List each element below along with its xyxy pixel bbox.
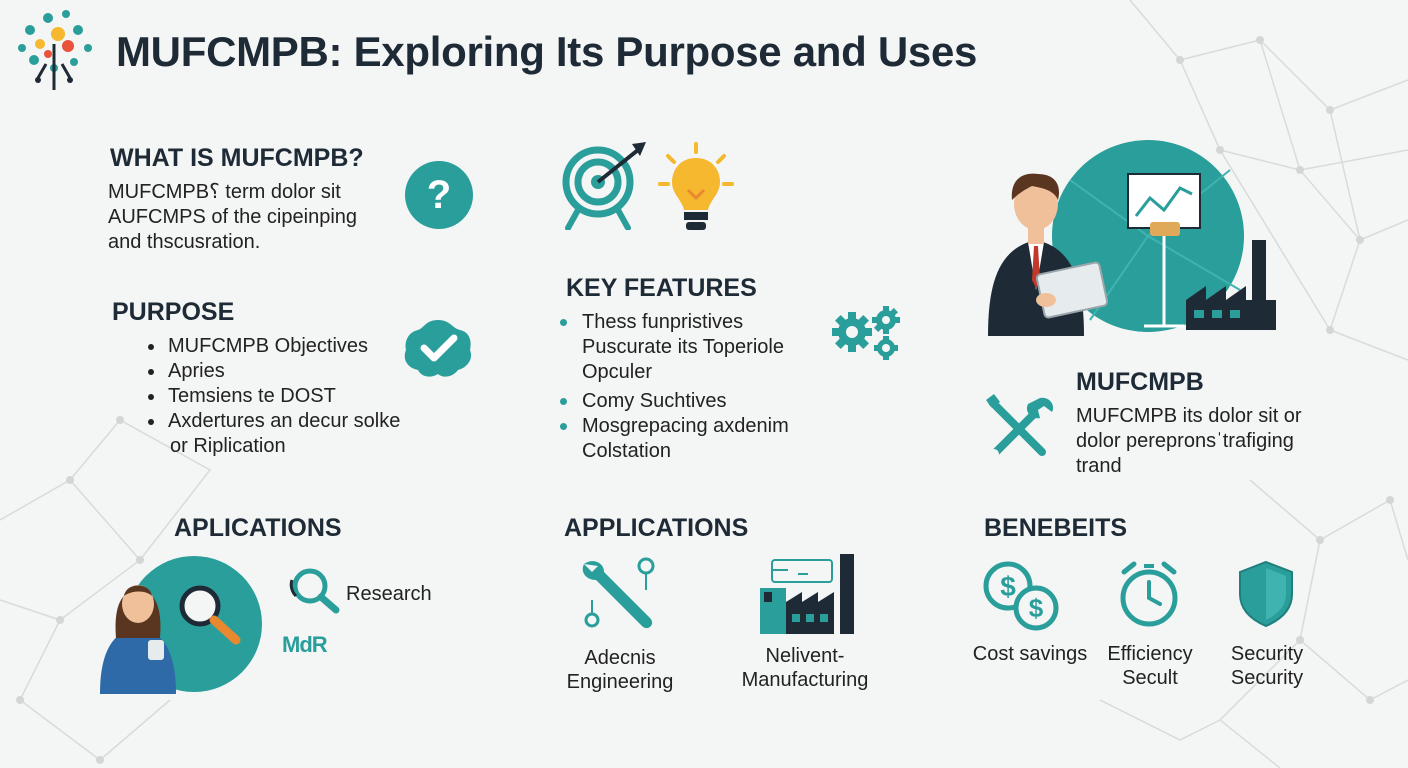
benefit-caption: Efficiency Secult — [1094, 642, 1206, 690]
mufcmpb-line: dolor perepronsˈtrafiging — [1076, 430, 1294, 452]
mufcmpb-heading: MUFCMPB — [1076, 368, 1204, 396]
mdr-label: MdR — [282, 632, 328, 657]
businessman-illustration — [988, 140, 1276, 336]
caption-line: Nelivent- — [765, 645, 845, 667]
badge-check-icon — [404, 320, 472, 377]
brain-network-icon — [18, 10, 92, 90]
what-is-line: AUFCMPS of the cipeinping — [108, 206, 358, 228]
coins-icon: $ $ — [983, 561, 1059, 631]
magnifier-icon — [179, 585, 241, 645]
list-item: Temsiens te DOST — [148, 384, 428, 409]
applications-heading: APPLICATIONS — [564, 514, 749, 542]
chart-board-icon — [1127, 173, 1201, 328]
list-item: Apries — [148, 359, 428, 384]
tools-icon — [986, 394, 1054, 459]
caption-line: Cost savings — [972, 643, 1088, 665]
svg-text:$: $ — [1029, 593, 1044, 623]
factory-icon — [1186, 240, 1276, 330]
feature-line: Colstation — [582, 440, 671, 462]
caption-line: Adecnis — [584, 647, 656, 669]
caption-line: Engineering — [566, 671, 674, 693]
gears-icon — [832, 306, 900, 360]
list-item: Comy Suchtives — [560, 389, 840, 414]
benefit-caption: Cost savings — [964, 642, 1096, 666]
benefit-caption: Security Security — [1212, 642, 1322, 690]
research-magnifier-icon — [289, 568, 340, 614]
key-features-list: Thess funpristives Puscurate its Toperio… — [560, 310, 840, 464]
shield-icon — [1239, 560, 1293, 628]
page-title: MUFCMPB: Exploring Its Purpose and Uses — [116, 28, 978, 75]
purpose-list: MUFCMPB Objectives Apries Temsiens te DO… — [148, 334, 428, 434]
benefits-heading: BENEBEITS — [984, 514, 1128, 542]
businessman-icon — [988, 173, 1109, 336]
feature-line: Puscurate its Toperiole — [582, 336, 784, 358]
feature-line: Thess funpristives — [582, 311, 744, 333]
mufcmpb-line: trand — [1076, 455, 1122, 477]
what-is-line: MUFCMPB⸮ term dolor sit — [108, 181, 341, 203]
purpose-continuation: or Riplication — [170, 435, 286, 457]
caption-line: Manufacturing — [741, 669, 869, 691]
svg-text:$: $ — [1000, 571, 1016, 602]
list-item: MUFCMPB Objectives — [148, 334, 428, 359]
caption-line: Efficiency — [1107, 643, 1193, 665]
key-features-heading: KEY FEATURES — [566, 274, 757, 302]
wrench-icon — [582, 557, 655, 629]
feature-line: Mosgrepacing axdenim — [582, 415, 789, 437]
caption-line: Security — [1230, 667, 1304, 689]
caption-line: Security — [1230, 643, 1304, 665]
list-item: Mosgrepacing axdenim Colstation — [560, 414, 840, 464]
list-item: Axdertures an decur solke — [148, 409, 428, 434]
purpose-heading: PURPOSE — [112, 298, 235, 326]
mufcmpb-text: MUFCMPB its dolor sit or dolor pereprons… — [1076, 404, 1366, 479]
woman-avatar-icon — [100, 556, 262, 694]
application-caption: Adecnis Engineering — [556, 646, 684, 694]
clock-icon — [1120, 561, 1178, 627]
factory-icon — [760, 554, 854, 634]
target-icon — [562, 142, 646, 230]
lightbulb-icon — [658, 142, 734, 230]
caption-line: Secult — [1122, 667, 1178, 689]
feature-line: Opculer — [582, 361, 653, 383]
mufcmpb-line: MUFCMPB its dolor sit or — [1076, 405, 1302, 427]
list-item: Thess funpristives Puscurate its Toperio… — [560, 310, 840, 385]
question-icon: ? — [405, 161, 473, 229]
research-label: Research — [346, 583, 432, 605]
what-is-line: and thscusration. — [108, 231, 261, 253]
application-caption: Nelivent- Manufacturing — [738, 644, 872, 692]
feature-line: Comy Suchtives — [582, 390, 727, 412]
what-is-text: MUFCMPB⸮ term dolor sit AUFCMPS of the c… — [108, 180, 408, 255]
left-applications-heading: APLICATIONS — [174, 514, 342, 542]
svg-text:?: ? — [427, 173, 451, 217]
what-is-heading: WHAT IS MUFCMPB? — [110, 144, 364, 172]
